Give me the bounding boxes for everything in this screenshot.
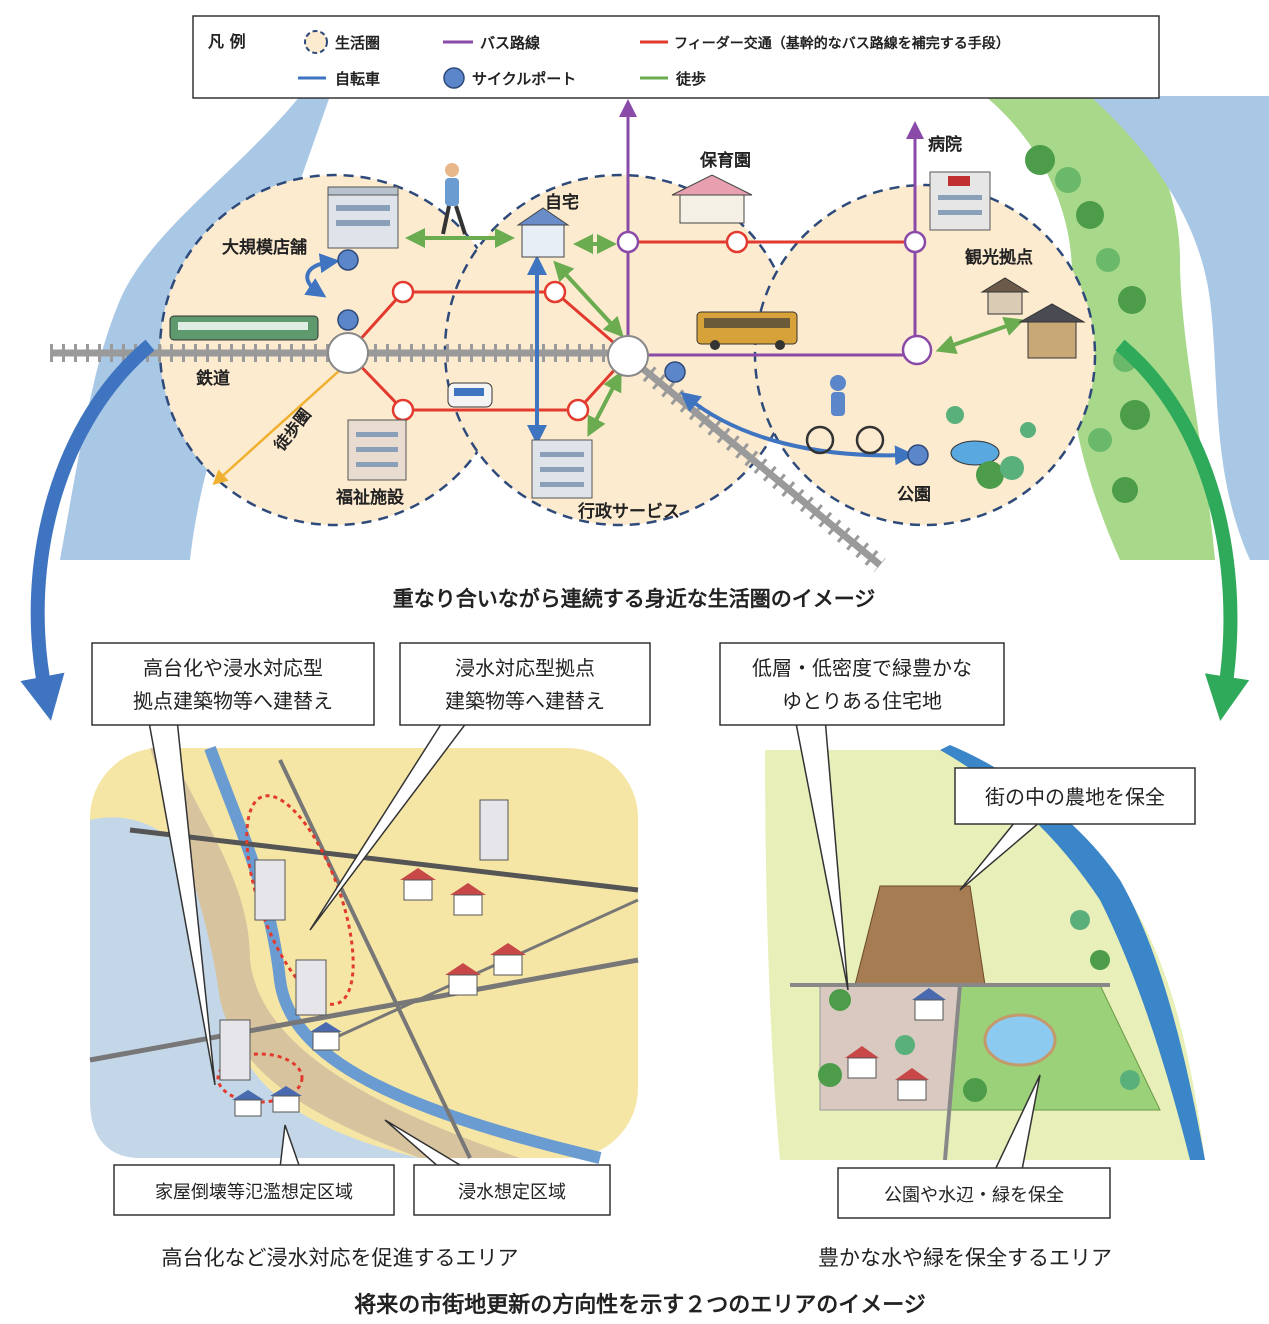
legend-item-walk: 徒歩 — [675, 70, 706, 88]
label-tourism: 観光拠点 — [965, 247, 1033, 268]
left-big-arrow — [20, 339, 155, 721]
dashed-circle-icon — [304, 30, 328, 54]
hospital-icon — [929, 171, 991, 231]
label-park: 公園 — [897, 485, 931, 505]
bike-arrows — [304, 253, 915, 466]
right-callout-1-line2: ゆとりある住宅地 — [782, 689, 942, 713]
legend-item-cycleport: サイクルポート — [472, 70, 576, 88]
left-callout-1-line2: 拠点建築物等へ建替え — [133, 689, 333, 713]
right-river — [1090, 96, 1269, 560]
walk-zone-arrow — [212, 369, 341, 486]
stations — [327, 332, 649, 377]
admin-office-icon — [531, 439, 593, 499]
legend-item-feeder: フィーダー交通（基幹的なバス路線を補完する手段） — [674, 35, 1010, 52]
right-green-bank — [985, 96, 1215, 560]
legend-title: 凡 例 — [208, 32, 246, 51]
right-callout-1-line1: 低層・低密度で緑豊かな — [752, 656, 972, 680]
label-nursery: 保育園 — [699, 150, 751, 171]
station-left — [327, 332, 369, 374]
right-caption: 豊かな水や緑を保全するエリア — [818, 1246, 1112, 1270]
label-admin: 行政サービス — [577, 501, 680, 522]
walk-arrows — [405, 228, 1025, 437]
diagram-labels: 大規模店舗 自宅 保育園 病院 観光拠点 鉄道 徒歩圏 福祉施設 行政サービス … — [196, 134, 1033, 522]
legend-box: 凡 例 生活圏 バス路線 フィーダー交通（基幹的なバス路線を補完する手段） 自転… — [192, 15, 1160, 99]
park-icon — [946, 406, 1036, 489]
left-callout-2-line2: 建築物等へ建替え — [445, 689, 605, 713]
right-big-arrow — [1115, 339, 1250, 721]
nursery-icon — [671, 174, 753, 224]
right-callouts: 低層・低密度で緑豊かな ゆとりある住宅地 街の中の農地を保全 公園や水辺・緑を保… — [719, 642, 1196, 1219]
bus-icon — [696, 311, 798, 350]
left-callouts: 高台化や浸水対応型 拠点建築物等へ建替え 浸水対応型拠点 建築物等へ建替え 家屋… — [91, 642, 651, 1216]
bus-stops — [616, 230, 933, 366]
tourism-temple-icon — [980, 277, 1086, 359]
store-building-icon — [327, 186, 399, 249]
blue-circle-icon — [443, 67, 465, 89]
minibus-icon — [447, 382, 493, 408]
label-flood: 浸水想定区域 — [458, 1182, 566, 1203]
feeder-stops — [391, 230, 749, 422]
right-callout-2: 街の中の農地を保全 — [985, 785, 1165, 809]
label-flood-collapse: 家屋倒壊等氾濫想定区域 — [155, 1182, 353, 1203]
label-hospital: 病院 — [928, 134, 962, 155]
label-home: 自宅 — [545, 192, 579, 213]
label-welfare: 福祉施設 — [335, 487, 405, 508]
train-icon — [169, 315, 319, 341]
walking-person-icon — [441, 163, 467, 235]
legend-item-bus: バス路線 — [480, 34, 540, 52]
cyclist-icon — [805, 375, 885, 455]
cycle-ports — [337, 249, 929, 466]
left-callout-2-line1: 浸水対応型拠点 — [455, 656, 595, 680]
left-callout-1-line1: 高台化や浸水対応型 — [143, 656, 323, 680]
left-caption: 高台化など浸水対応を促進するエリア — [162, 1246, 519, 1270]
legend-item-bike: 自転車 — [335, 70, 380, 88]
bottom-caption: 将来の市街地更新の方向性を示す２つのエリアのイメージ — [354, 1292, 926, 1318]
label-store: 大規模店舗 — [222, 237, 307, 258]
top-caption: 重なり合いながら連続する身近な生活圏のイメージ — [393, 587, 876, 611]
station-center — [607, 335, 649, 377]
label-park-preserve: 公園や水辺・緑を保全 — [884, 1185, 1064, 1206]
home-icon — [516, 207, 570, 258]
legend-item-zone: 生活圏 — [335, 34, 380, 52]
right-area-map — [765, 745, 1205, 1161]
left-area-map — [89, 745, 639, 1164]
welfare-facility-icon — [347, 419, 407, 481]
label-railway: 鉄道 — [196, 368, 230, 389]
